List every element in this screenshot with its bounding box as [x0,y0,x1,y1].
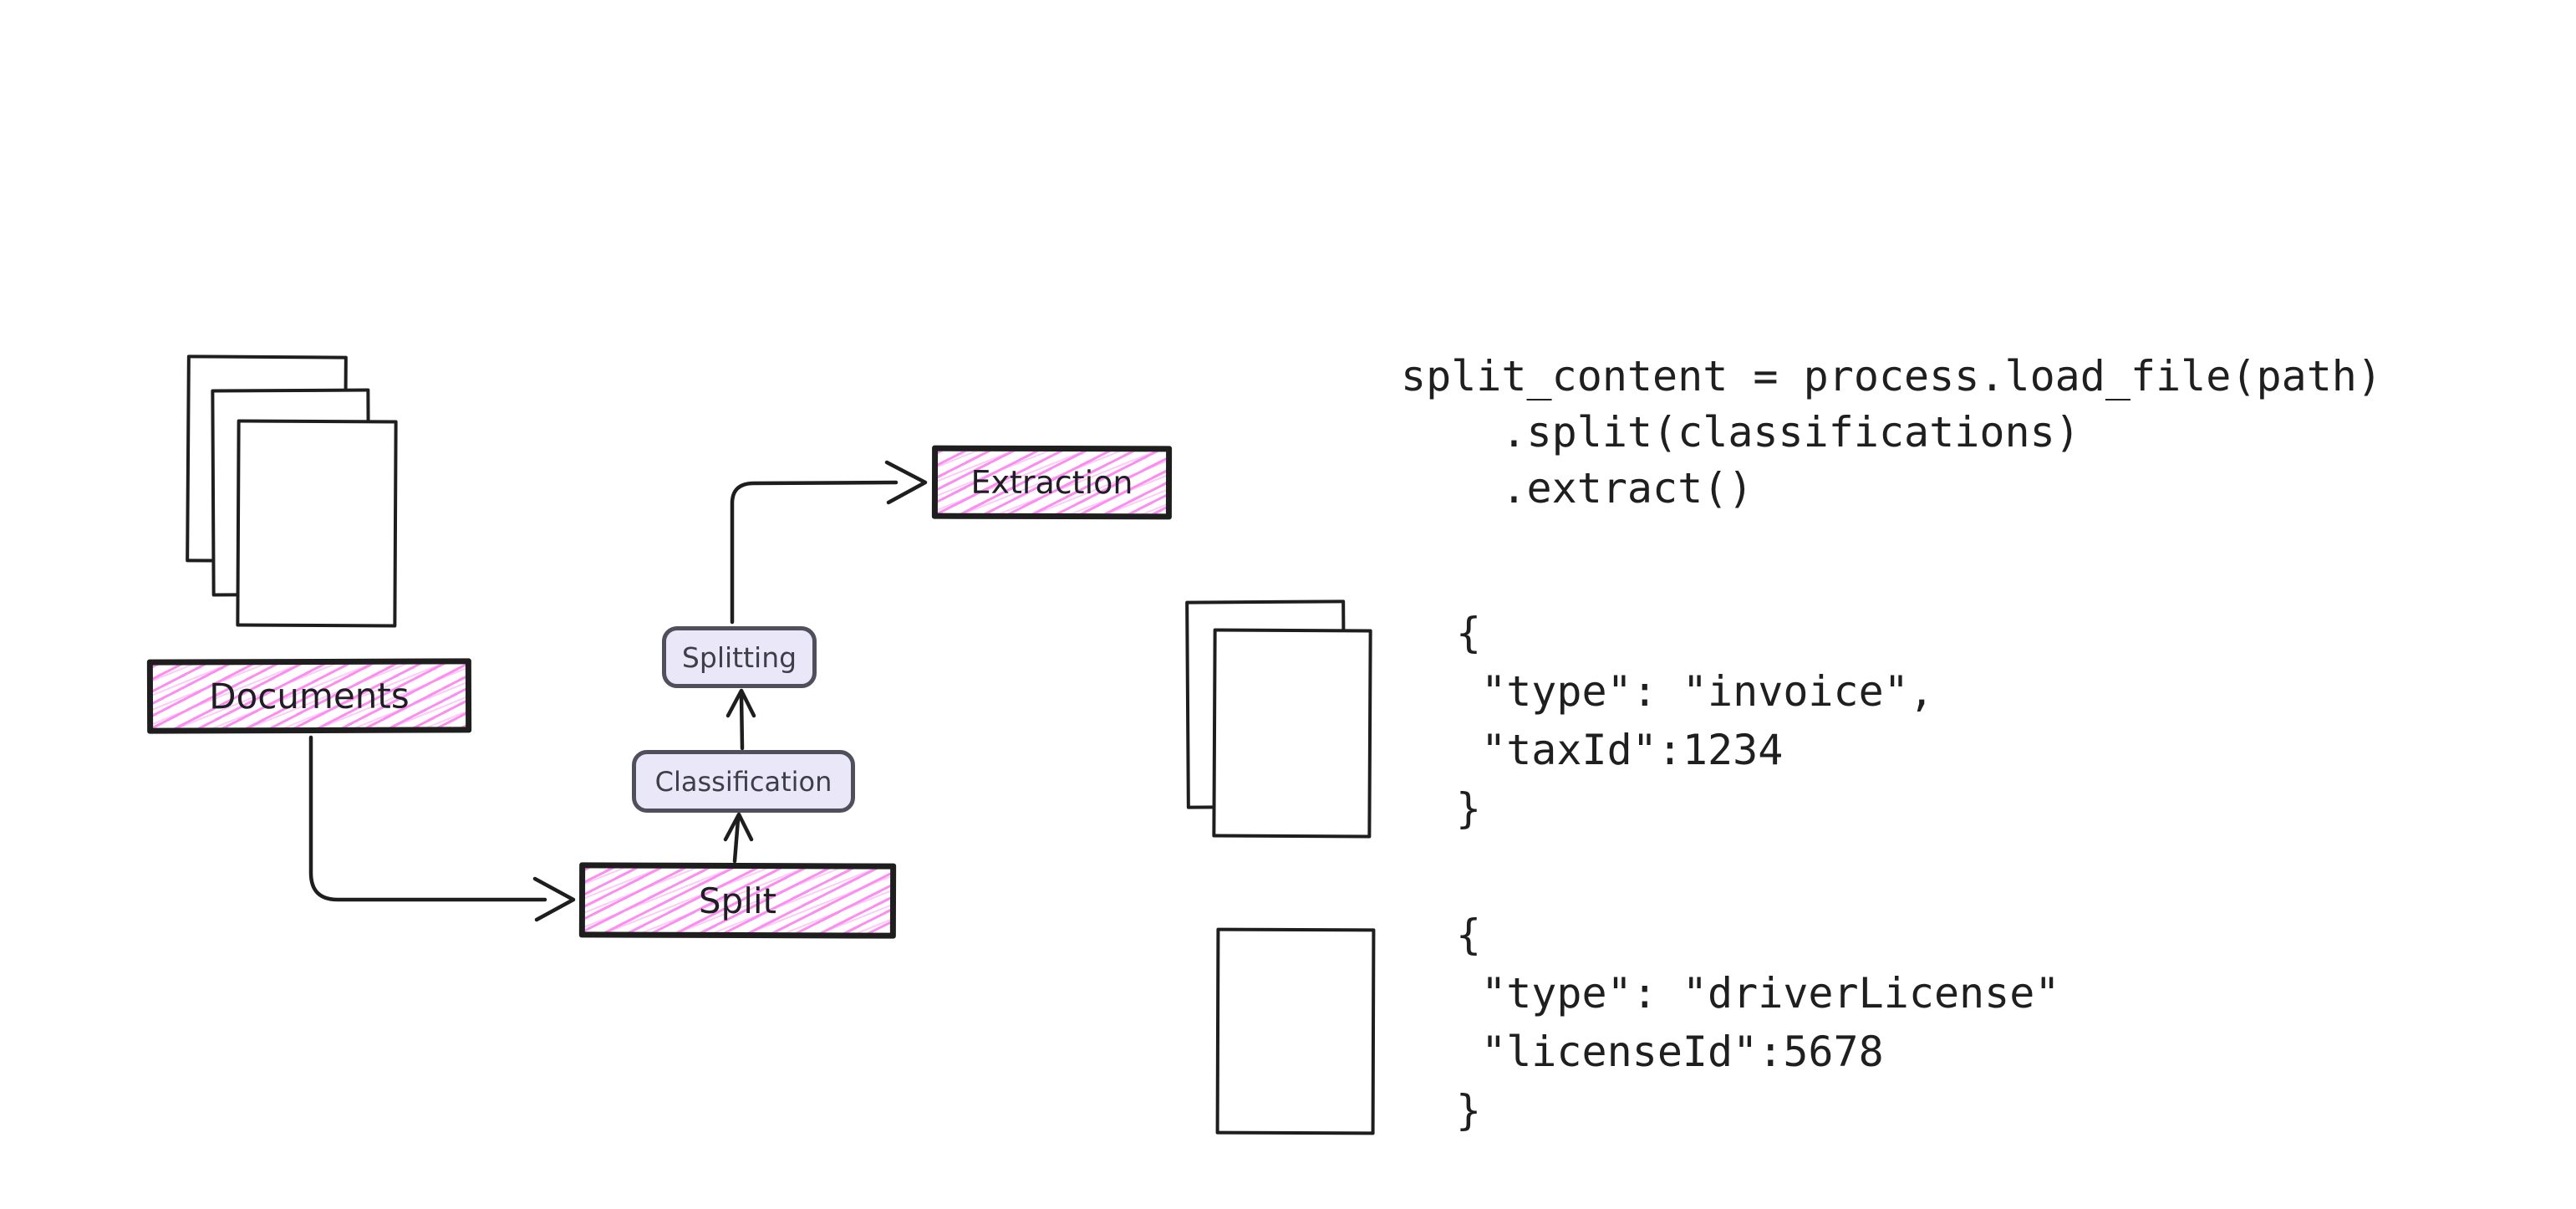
code-snippet: split_content = process.load_file(path) … [1401,352,2382,513]
driver-license-json-output: { "type": "driverLicense" "licenseId":56… [1456,911,2060,1135]
arrowhead-splitting-to-extraction-icon [884,460,928,505]
arrowhead-split-to-classification-icon [723,812,754,842]
arrow-split-to-classification [732,817,741,864]
invoice-json-output: { "type": "invoice", "taxId":1234 } [1456,609,1934,833]
arrowhead-classification-to-splitting-icon [725,688,756,718]
node-classification: Classification [632,750,855,813]
document-page-icon [1212,628,1372,839]
document-page-icon [236,419,398,628]
node-splitting: Splitting [662,626,817,688]
node-split: Split [578,862,897,939]
arrow-documents-to-split [308,735,547,902]
node-extraction-label: Extraction [970,463,1133,502]
node-documents: Documents [146,658,472,734]
arrowhead-documents-to-split-icon [532,876,576,922]
node-classification-label: Classification [654,765,832,798]
arrow-classification-to-splitting [739,693,745,751]
node-split-label: Split [698,880,777,921]
document-page-icon [1215,927,1376,1135]
node-splitting-label: Splitting [681,640,797,674]
arrow-splitting-to-extraction [730,480,899,625]
node-extraction: Extraction [931,445,1173,520]
node-documents-label: Documents [209,675,410,717]
